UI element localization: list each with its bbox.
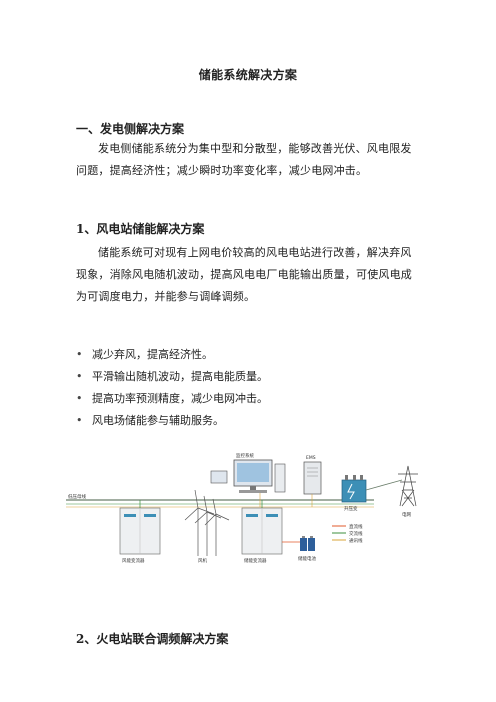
bullet-icon: • [76,392,83,405]
section-heading-wind-storage: 1、风电站储能解决方案 [76,222,205,236]
list-item: •风电场储能参与辅助服务。 [76,410,268,432]
battery-icon [300,536,315,551]
bullet-icon: • [76,370,83,383]
wind-turbine-icon [184,489,230,556]
bullet-icon: • [76,414,83,427]
transformer-label: 升压变 [344,505,358,512]
grid-label: 电网 [402,511,411,518]
list-item: •提高功率预测精度，减少电网冲击。 [76,388,268,410]
svg-text:通讯线: 通讯线 [349,537,363,544]
storage-converter-label: 储能变流器 [244,557,267,564]
ems-cabinet-icon [303,461,322,495]
power-tower-icon [398,465,418,507]
svg-text:直流线: 直流线 [349,523,363,530]
section-heading-thermal-frequency: 2、火电站联合调频解决方案 [76,632,229,646]
bullet-icon: • [76,348,83,361]
bus-label: 低压母线 [68,493,86,500]
section-paragraph-wind-storage: 储能系统可对现有上网电价较高的风电电站进行改善，解决弃风现象，消除风电随机波动，… [76,246,412,303]
wind-storage-system-diagram: 低压母线 监控系统 EMS 升压变 [66,452,418,564]
list-item: •减少弃风，提高经济性。 [76,344,268,366]
svg-text:交流线: 交流线 [349,530,363,537]
list-item: •平滑输出随机波动，提高电能质量。 [76,366,268,388]
section-paragraph-generation-side: 发电侧储能系统分为集中型和分散型，能够改善光伏、风电限发问题，提高经济性；减少瞬… [76,142,412,177]
document-title: 储能系统解决方案 [198,68,298,82]
diagram-legend: 直流线 交流线 通讯线 [332,523,363,544]
battery-label: 储能电池 [298,555,316,562]
benefit-list: •减少弃风，提高经济性。 •平滑输出随机波动，提高电能质量。 •提高功率预测精度… [76,344,268,432]
ems-label: EMS [306,455,316,461]
wind-converter-cabinet-icon [119,507,161,555]
transformer-icon [341,475,367,503]
monitor-label: 监控系统 [236,452,254,459]
wind-turbine-label: 风机 [198,557,207,564]
monitor-system-icon [210,459,286,493]
section-heading-generation-side: 一、发电侧解决方案 [76,122,185,136]
storage-converter-cabinet-icon [241,507,283,555]
wind-converter-label: 风能变流器 [122,557,145,564]
